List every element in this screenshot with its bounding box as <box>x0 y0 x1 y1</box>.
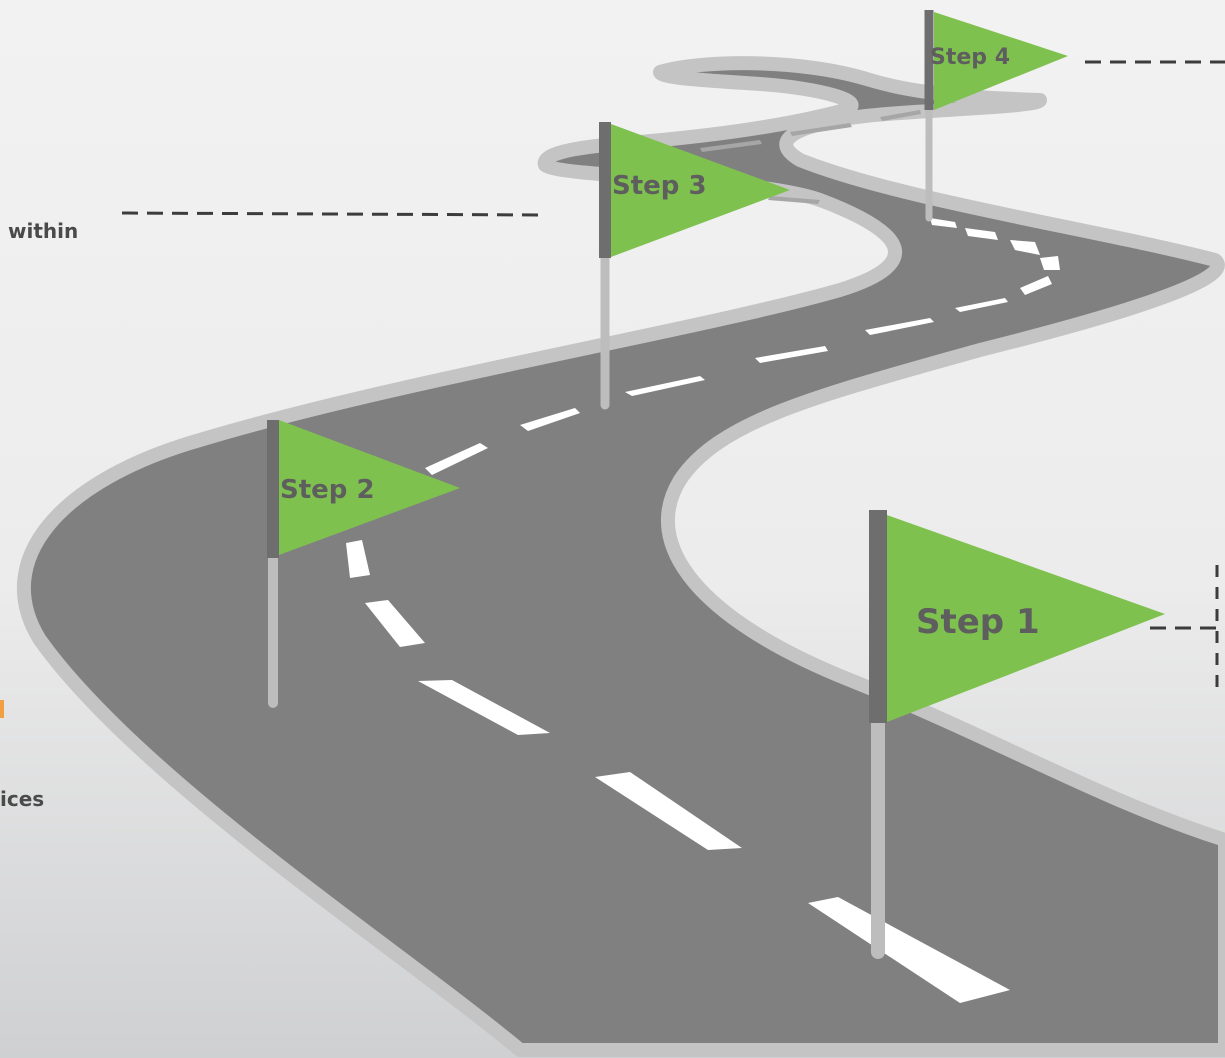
step-2-label: Step 2 <box>280 475 375 505</box>
step-3-label: Step 3 <box>612 171 707 201</box>
side-text-ices: ices <box>0 787 44 811</box>
step-4-label: Step 4 <box>930 45 1010 70</box>
side-text-within: within <box>8 219 78 243</box>
orange-accent-mark <box>0 700 4 718</box>
step-1-label: Step 1 <box>916 602 1040 642</box>
connector-line-step-3 <box>122 213 540 215</box>
